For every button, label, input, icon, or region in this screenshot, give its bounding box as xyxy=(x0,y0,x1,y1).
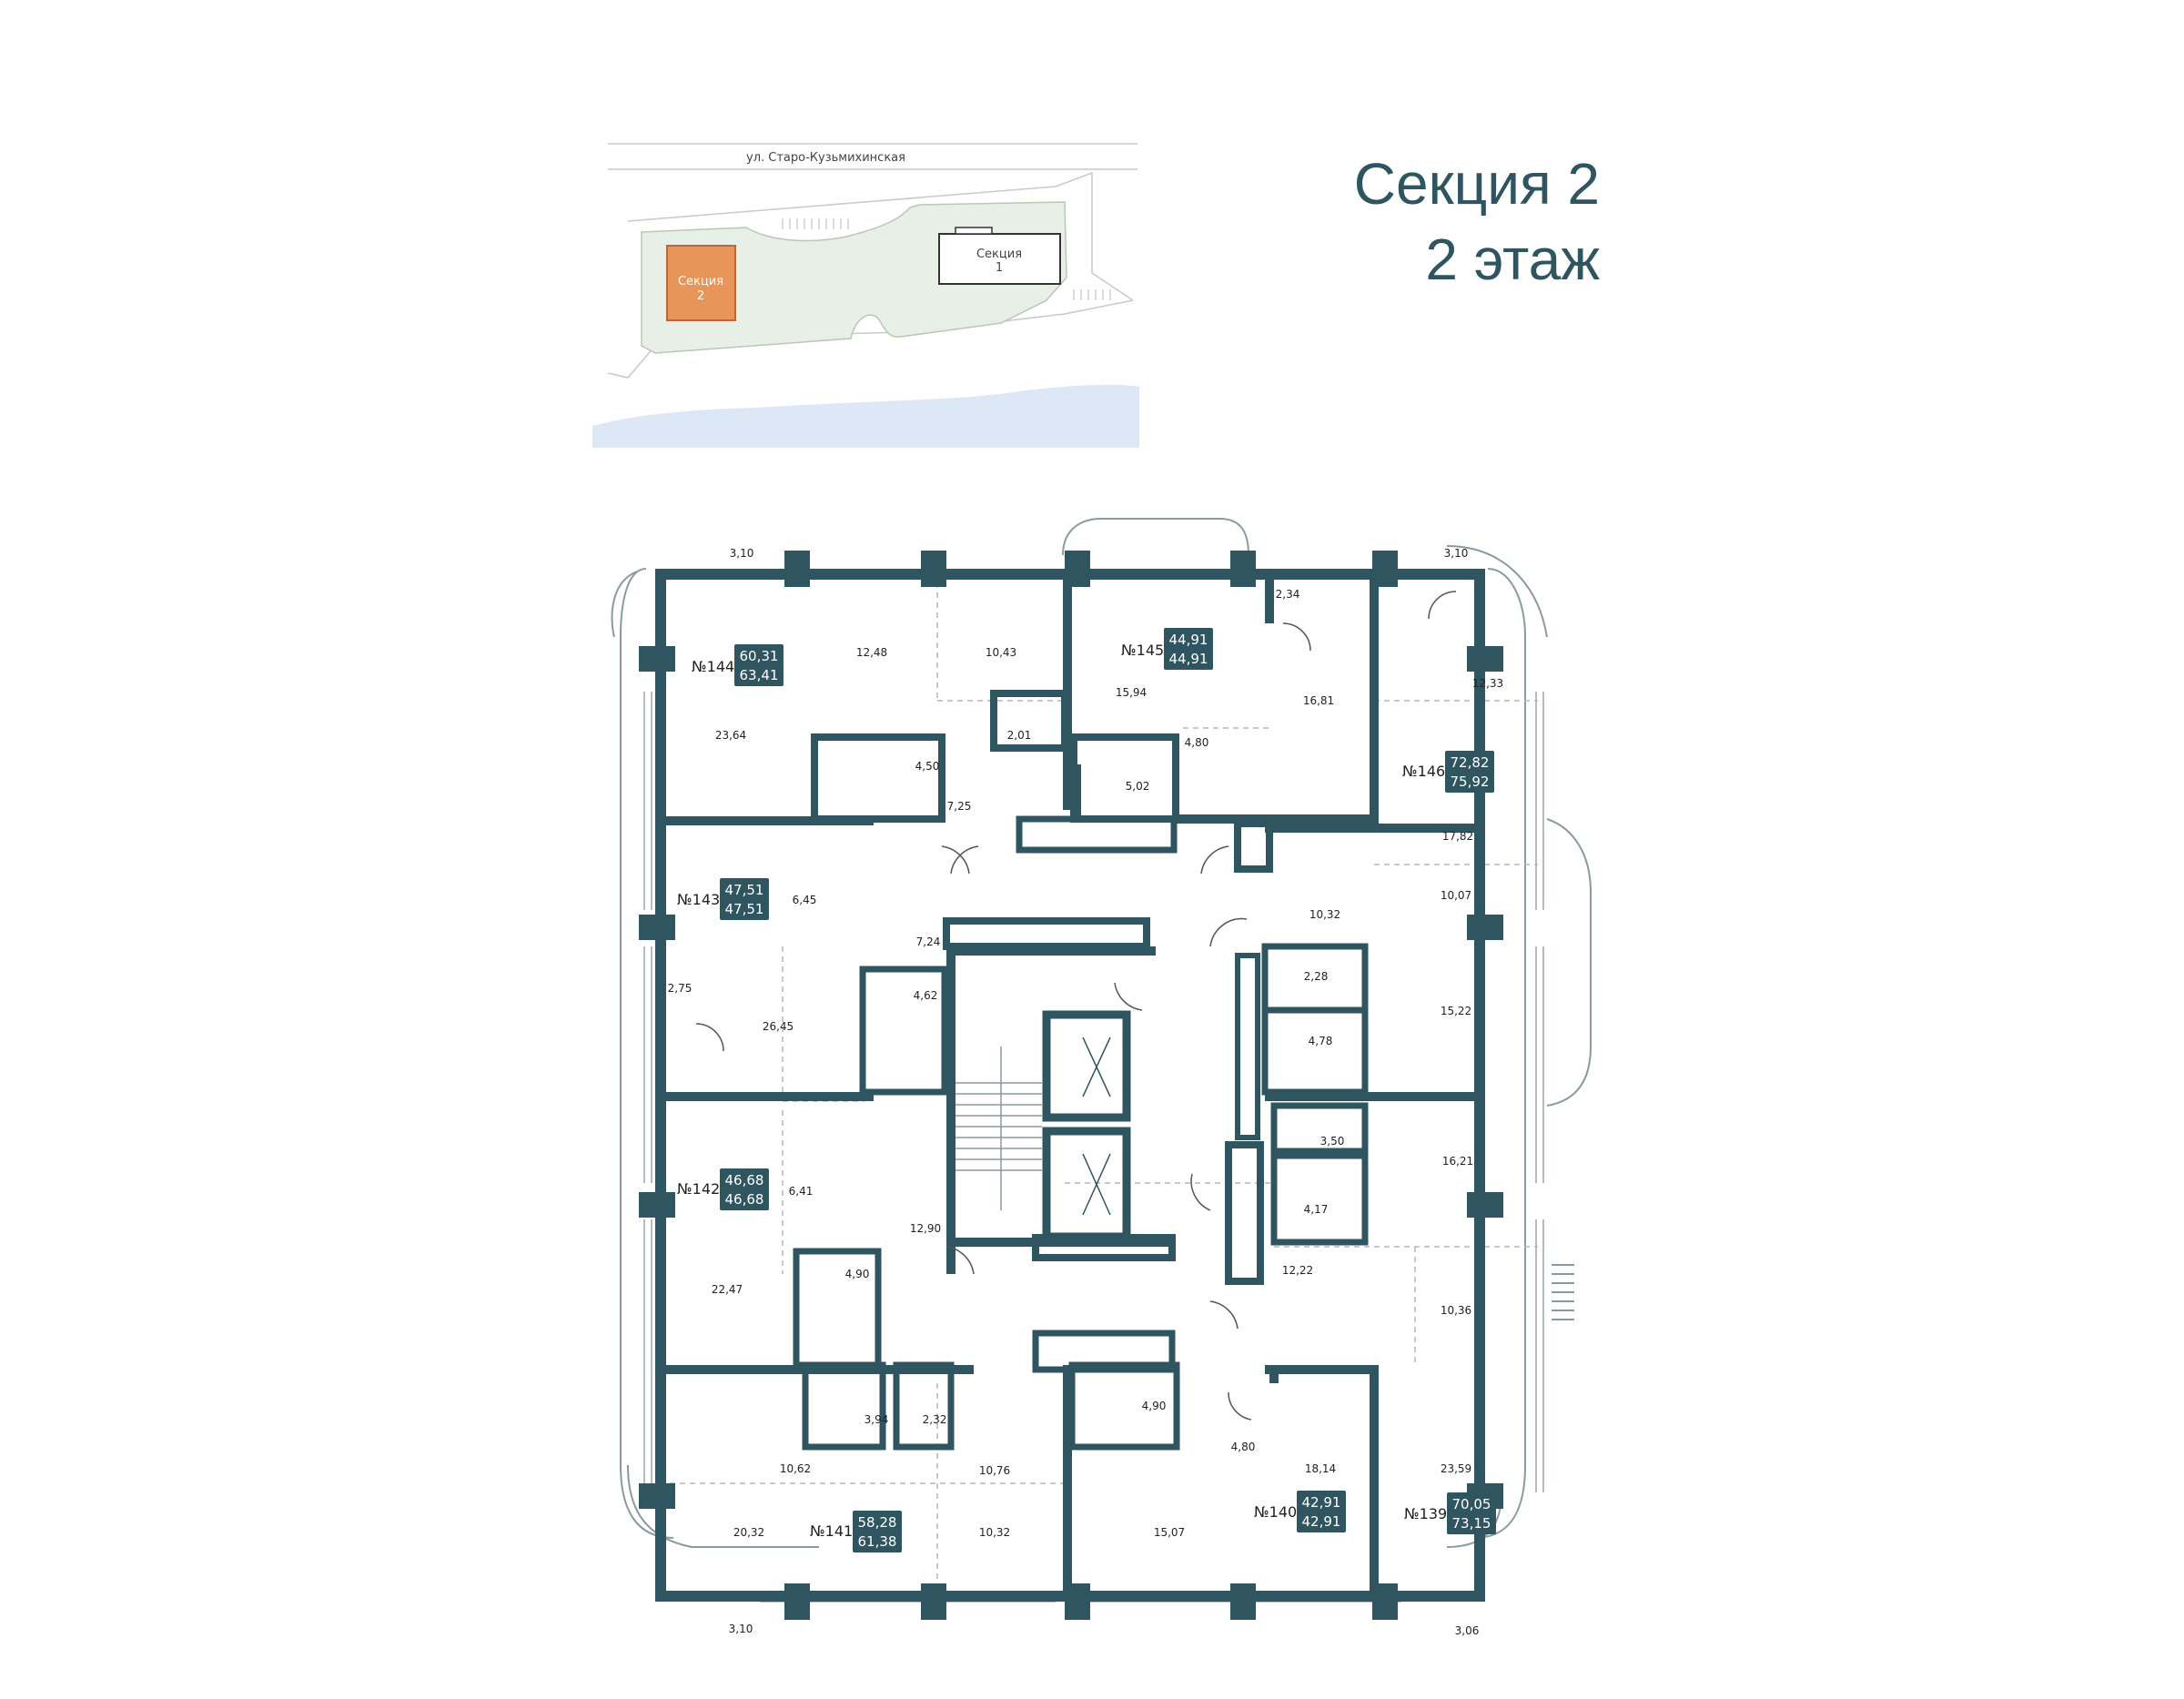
room-area-label: 12,33 xyxy=(1472,677,1503,690)
area-badge xyxy=(720,878,769,920)
balcony-outlines xyxy=(611,518,1592,1548)
room-area-label: 17,82 xyxy=(1442,830,1473,843)
area-with-balcony: 44,91 xyxy=(1169,651,1208,667)
area-with-balcony: 46,68 xyxy=(725,1191,764,1208)
room-area-label: 2,32 xyxy=(923,1413,947,1426)
room-area-label: 4,50 xyxy=(915,760,940,773)
apartment-143[interactable]: №143 47,51 47,51 xyxy=(677,878,769,920)
room-area-label: 4,90 xyxy=(845,1268,870,1280)
apartment-144[interactable]: №144 60,31 63,41 xyxy=(692,644,784,686)
room-area-label: 12,22 xyxy=(1282,1264,1313,1277)
room-area-labels: 3,10 12,48 10,43 2,34 3,10 12,33 23,64 2… xyxy=(668,547,1504,1637)
area-badge xyxy=(853,1511,902,1552)
apartment-number: №143 xyxy=(677,891,720,908)
room-area-label: 23,59 xyxy=(1441,1462,1471,1475)
room-area-label: 2,28 xyxy=(1304,970,1329,983)
apartment-labels: №144 60,31 63,41 №145 44,91 44,91 №146 7… xyxy=(677,628,1496,1552)
room-area-label: 15,07 xyxy=(1154,1526,1185,1539)
room-area-label: 16,81 xyxy=(1303,694,1334,707)
room-area-label: 2,75 xyxy=(668,982,693,995)
area-total: 46,68 xyxy=(725,1172,764,1188)
room-area-label: 4,78 xyxy=(1309,1035,1333,1047)
room-area-label: 4,62 xyxy=(914,989,938,1002)
apartment-number: №146 xyxy=(1402,763,1445,780)
room-area-label: 12,90 xyxy=(910,1222,941,1235)
room-area-label: 15,22 xyxy=(1441,1005,1471,1017)
area-badge xyxy=(720,1168,769,1210)
room-area-label: 10,32 xyxy=(1309,908,1340,921)
room-area-label: 6,41 xyxy=(789,1185,814,1198)
room-area-label: 10,36 xyxy=(1441,1304,1471,1317)
room-area-label: 10,43 xyxy=(986,646,1016,659)
apartment-140[interactable]: №140 42,91 42,91 xyxy=(1254,1491,1346,1532)
apartment-number: №140 xyxy=(1254,1503,1297,1521)
room-area-label: 4,17 xyxy=(1304,1203,1329,1216)
room-area-label: 2,01 xyxy=(1007,729,1032,742)
room-area-label: 16,21 xyxy=(1442,1155,1473,1168)
area-total: 47,51 xyxy=(725,882,764,898)
room-area-label: 7,25 xyxy=(947,800,972,813)
area-with-balcony: 63,41 xyxy=(740,667,779,683)
structural-walls xyxy=(639,551,1503,1620)
floor-title: 2 этаж xyxy=(1425,227,1600,292)
room-area-label: 26,45 xyxy=(763,1020,794,1033)
area-with-balcony: 61,38 xyxy=(858,1533,897,1550)
room-area-label: 3,50 xyxy=(1320,1135,1345,1148)
area-badge xyxy=(1445,751,1494,793)
room-area-label: 3,94 xyxy=(864,1413,889,1426)
room-area-label: 12,48 xyxy=(856,646,887,659)
room-area-label: 10,32 xyxy=(979,1526,1010,1539)
area-with-balcony: 73,15 xyxy=(1452,1515,1491,1532)
room-area-label: 3,10 xyxy=(1444,547,1469,560)
area-total: 44,91 xyxy=(1169,632,1208,648)
area-total: 60,31 xyxy=(740,648,779,664)
room-area-label: 4,80 xyxy=(1185,736,1209,749)
room-area-label: 20,32 xyxy=(733,1526,764,1539)
section-title: Секция 2 xyxy=(1353,151,1600,217)
area-with-balcony: 42,91 xyxy=(1302,1513,1341,1530)
area-badge xyxy=(1297,1491,1346,1532)
area-total: 70,05 xyxy=(1452,1496,1491,1512)
room-area-label: 10,07 xyxy=(1441,889,1471,902)
room-area-label: 5,02 xyxy=(1126,780,1150,793)
room-area-label: 15,94 xyxy=(1116,686,1147,699)
apartment-number: №142 xyxy=(677,1180,720,1198)
room-area-label: 6,45 xyxy=(793,894,817,906)
room-area-label: 18,14 xyxy=(1305,1462,1336,1475)
room-area-label: 4,80 xyxy=(1231,1441,1256,1453)
stairs xyxy=(956,1037,1111,1216)
apartment-141[interactable]: №141 58,28 61,38 xyxy=(810,1511,902,1552)
area-total: 58,28 xyxy=(858,1514,897,1531)
room-area-label: 4,90 xyxy=(1142,1400,1167,1412)
room-area-label: 2,34 xyxy=(1276,588,1300,601)
apartment-145[interactable]: №145 44,91 44,91 xyxy=(1121,628,1213,670)
room-area-label: 10,62 xyxy=(780,1462,811,1475)
area-badge xyxy=(1164,628,1213,670)
apartment-146[interactable]: №146 72,82 75,92 xyxy=(1402,751,1494,793)
door-swings xyxy=(695,591,1457,1421)
room-area-label: 3,10 xyxy=(729,1623,753,1635)
area-total: 42,91 xyxy=(1302,1494,1341,1511)
apartment-number: №141 xyxy=(810,1522,853,1540)
room-area-label: 3,06 xyxy=(1455,1624,1480,1637)
area-total: 72,82 xyxy=(1451,754,1490,771)
room-area-label: 7,24 xyxy=(916,935,941,948)
apartment-142[interactable]: №142 46,68 46,68 xyxy=(677,1168,769,1210)
apartment-number: №145 xyxy=(1121,642,1164,659)
area-with-balcony: 75,92 xyxy=(1451,774,1490,790)
apartment-number: №139 xyxy=(1404,1505,1447,1522)
apartment-139[interactable]: №139 70,05 73,15 xyxy=(1404,1492,1496,1534)
area-badge xyxy=(1447,1492,1496,1534)
area-badge xyxy=(734,644,784,686)
apartment-number: №144 xyxy=(692,658,734,675)
room-area-label: 10,76 xyxy=(979,1464,1010,1477)
room-area-label: 3,10 xyxy=(730,547,754,560)
room-area-label: 22,47 xyxy=(712,1283,743,1296)
area-with-balcony: 47,51 xyxy=(725,901,764,917)
room-area-label: 23,64 xyxy=(715,729,746,742)
